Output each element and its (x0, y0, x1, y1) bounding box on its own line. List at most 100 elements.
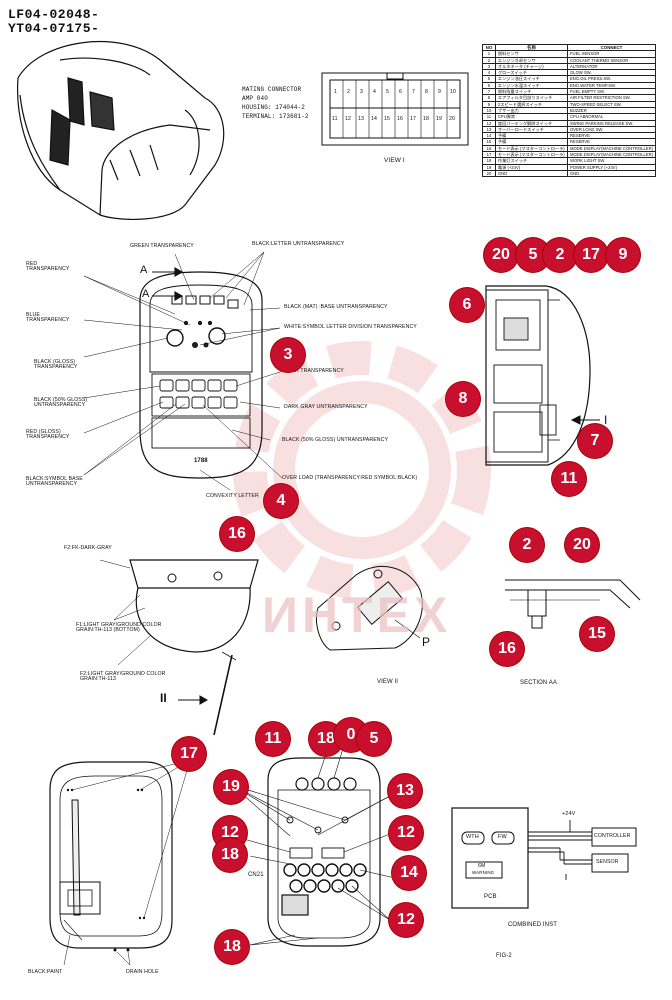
pcb-drawing (451, 807, 637, 909)
panel-side-drawing (485, 285, 600, 466)
label-drain-hole: DRAIN HOLE (126, 969, 159, 975)
pcb-label: PCB (484, 894, 497, 900)
view-2-label: VIEW II (377, 679, 399, 685)
label-black-letter: BLACK:LETTER UNTRANSPARENCY (252, 241, 345, 247)
cover-drawing (99, 559, 259, 736)
doc-code-line1: LF04-02048- (8, 7, 100, 22)
callout-11-rear: 11 (256, 722, 290, 756)
label-black-symbol: BLACK:SYMBOL BASE UNTRANSPARENCY (26, 476, 83, 488)
section-aa-label: SECTION AA (520, 680, 558, 686)
section-arrow-a-bottom: A (142, 288, 150, 300)
table-cell: BUZZER (567, 106, 656, 115)
mating-connector-title: MATING CONNECTOR (242, 86, 302, 93)
callout-2-section: 2 (510, 528, 544, 562)
table-cell: CPU ABNORMAL (567, 113, 656, 121)
table-cell: エンジン油圧スイッチ (494, 75, 569, 83)
callout-2b: 2 (543, 238, 577, 272)
callout-14: 14 (392, 856, 426, 890)
label-green-transparency: GREEN TRANSPARENCY (130, 243, 194, 249)
table-cell: 燃料残量スイッチ (494, 88, 569, 96)
pcb-combined-inst: COMBINED INST (508, 922, 557, 928)
table-cell: POWER SUPPLY (+24V) (567, 163, 656, 171)
pcb-controller: CONTROLLER (594, 833, 631, 839)
pin-label: 2 (347, 89, 350, 95)
table-cell: GND (567, 169, 656, 178)
table-cell: ALTERNATOR (567, 62, 656, 71)
table-cell: ENG.OIL PRESS.SW. (567, 75, 656, 83)
fig-2-label: FIG-2 (496, 953, 512, 959)
pin-label: 4 (373, 89, 376, 95)
rear-view-drawing (49, 759, 191, 966)
section-aa-drawing (505, 579, 641, 629)
label-red-gloss: RED (GLOSS) TRANSPARENCY (26, 429, 70, 441)
mating-connector-terminal: TERMINAL: 173681-2 (242, 113, 309, 120)
watermark-text: ИНТЕХ (262, 587, 452, 643)
pin-label: 17 (410, 116, 416, 122)
table-cell: オーバーロードスイッチ (494, 125, 569, 134)
callout-2: 20 (484, 238, 518, 272)
pin-label: 16 (397, 116, 403, 122)
pin-label: 15 (384, 116, 390, 122)
callout-16: 16 (220, 517, 254, 551)
label-f2-light: F2:LIGHT GRAY/GROUND COLOR GRAIN:TH-113 (80, 671, 166, 683)
callout-13: 13 (388, 774, 422, 808)
table-cell: 20 (482, 169, 496, 178)
label-black-50: BLACK (50% GLOSS) UNTRANSPARENCY (34, 397, 88, 409)
callout-19: 19 (214, 770, 248, 804)
pin-label: 9 (438, 89, 441, 95)
callout-7: 7 (578, 424, 612, 458)
pin-label: 1 (334, 89, 337, 95)
pcb-button-wth: WTH (466, 834, 479, 840)
table-cell: ブザー出力 (494, 106, 569, 115)
pin-label: 13 (358, 116, 364, 122)
pin-label: 14 (371, 116, 377, 122)
callout-9: 9 (606, 238, 640, 272)
table-cell: エンジン冷却センサ (494, 56, 569, 64)
callout-18-bottom: 18 (215, 930, 249, 964)
watermark-gear (233, 341, 491, 599)
table-cell: COOLANT THERMO SENSOR (567, 56, 656, 64)
callout-12-bottom: 12 (389, 903, 423, 937)
table-cell: MODE DISPLAY(MACHINE CONTROLLER) (567, 151, 656, 159)
pin-label: 6 (399, 89, 402, 95)
callout-18-mid: 18 (213, 838, 247, 872)
table-header: 名称 (494, 43, 569, 52)
pin-label: 19 (436, 116, 442, 122)
table-header-row: NO 名称 CONNECT (482, 43, 656, 52)
callout-8: 8 (446, 382, 480, 416)
table-cell: グロースイッチ (494, 69, 569, 77)
label-f2-dark: F2:FK-DARK-GRAY (64, 545, 112, 551)
panel-front-drawing (83, 251, 283, 491)
table-cell: GND (494, 169, 569, 178)
label-over-load: OVER LOAD (TRANSPARENCY:RED SYMBOL:BLACK… (282, 475, 418, 481)
section-arrow-a-top: A (140, 264, 148, 276)
pin-label: 5 (386, 89, 389, 95)
table-cell: AIR FILTER RESTRICTION SW. (567, 94, 656, 102)
callout-15: 15 (580, 617, 614, 651)
pin-label: 7 (412, 89, 415, 95)
label-black-50-base: BLACK (50% GLOSS) UNTRANSPARENCY (282, 437, 389, 443)
pcb-button-fw: FW (498, 834, 507, 840)
panel-code: 1788 (194, 458, 208, 464)
rear-connector-drawing (231, 741, 396, 947)
table-cell: FUEL EMPTY SW. (567, 88, 656, 96)
pin-label: 10 (450, 89, 456, 95)
pcb-warning-text: WARNING (472, 870, 495, 875)
label-convexity-letter: CONVEXITY LETTER (206, 493, 259, 499)
callout-16-section: 16 (490, 632, 524, 666)
callout-6: 6 (450, 288, 484, 322)
doc-code-line2: YT04-07175- (8, 21, 100, 36)
pcb-voltage: +24V (562, 811, 576, 817)
table-cell: ENG.WATER TEMP.SW. (567, 81, 656, 90)
table-cell: TWO-SPEED SELECT SW. (567, 100, 656, 108)
